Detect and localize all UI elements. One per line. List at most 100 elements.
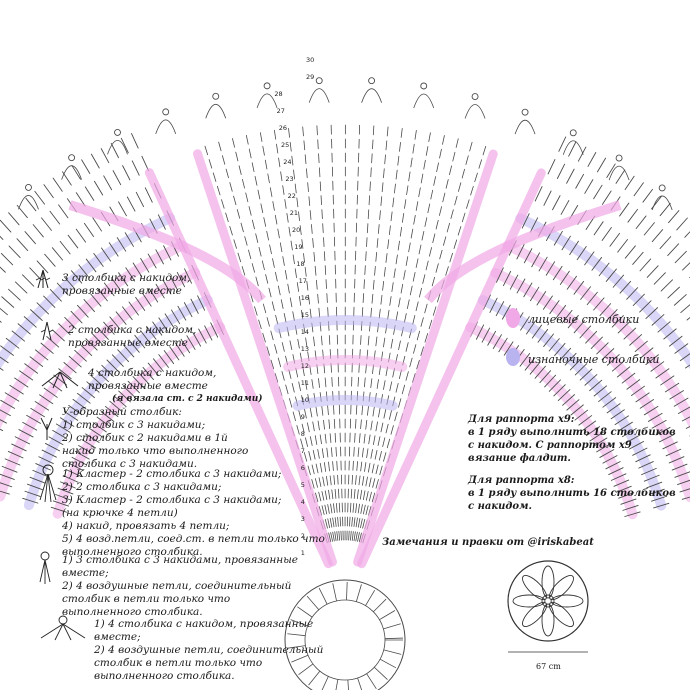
stitch-mark xyxy=(309,436,313,446)
stitch-mark xyxy=(68,462,84,471)
stitch-mark xyxy=(26,483,43,491)
stitch-mark xyxy=(383,337,386,348)
stitch-mark xyxy=(415,201,419,211)
stitch-mark xyxy=(498,337,508,353)
stitch-mark xyxy=(557,389,571,401)
stitch-mark xyxy=(35,463,51,471)
stitch-mark xyxy=(55,423,71,433)
colour-band xyxy=(52,322,226,519)
stitch-mark xyxy=(651,314,665,326)
stitch-mark xyxy=(397,155,400,166)
stitch-mark xyxy=(552,195,561,211)
stitch-mark xyxy=(284,269,288,280)
stitch-mark xyxy=(589,431,604,442)
stitch-mark xyxy=(351,516,353,527)
stitch-mark xyxy=(352,460,354,471)
stitch-mark xyxy=(416,359,420,370)
stitch-mark xyxy=(221,155,226,165)
stitch-mark xyxy=(96,370,109,383)
stitch-mark xyxy=(378,308,381,319)
stitch-mark xyxy=(601,348,615,360)
stitch-mark xyxy=(445,266,449,276)
repeat-text: в 1 ряду выполнить 18 столбиков xyxy=(468,427,676,438)
stitch-mark xyxy=(677,406,690,414)
stitch-mark xyxy=(1,465,18,473)
row-number: 9 xyxy=(301,413,305,421)
stitch-mark xyxy=(422,274,426,284)
stitch-mark xyxy=(404,313,407,323)
stitch-mark xyxy=(586,291,598,306)
cluster-icon xyxy=(39,464,57,503)
picot-mark xyxy=(615,154,623,162)
stitch-mark xyxy=(638,461,654,469)
stitch-mark xyxy=(593,385,607,397)
stitch-mark xyxy=(321,448,324,458)
legend-text: 1) Кластер - 2 столбика с 3 накидами; xyxy=(62,468,282,480)
stitch-mark xyxy=(378,407,381,418)
stitch-mark xyxy=(18,429,34,438)
stitch-mark xyxy=(516,244,525,260)
stitch-mark xyxy=(275,314,279,325)
stitch-mark xyxy=(436,162,439,173)
stitch-mark xyxy=(251,263,255,273)
stitch-mark xyxy=(291,155,294,166)
stitch-mark xyxy=(523,248,533,264)
stitch-mark xyxy=(611,360,626,372)
stitch-mark xyxy=(81,387,95,399)
stitch-mark xyxy=(439,206,442,216)
motif-stitch xyxy=(373,598,387,613)
stitch-mark xyxy=(424,333,429,343)
stitch-mark xyxy=(169,346,180,361)
stitch-mark xyxy=(115,311,127,325)
stitch-mark xyxy=(322,223,324,234)
picot-mark xyxy=(658,184,666,192)
stitch-mark xyxy=(601,227,612,241)
petal-mark xyxy=(541,565,555,599)
stitch-mark xyxy=(356,489,359,500)
stitch-mark xyxy=(643,222,655,236)
stitch-mark xyxy=(16,204,28,219)
stitch-mark xyxy=(315,492,319,503)
legend-text: провязанные вместе xyxy=(88,380,208,392)
stitch-mark xyxy=(157,214,166,230)
stitch-mark xyxy=(380,422,384,433)
stitch-mark xyxy=(127,380,140,394)
colour-band xyxy=(273,315,417,334)
stitch-mark xyxy=(355,404,358,415)
stitch-mark xyxy=(362,293,365,303)
stitch-mark xyxy=(235,151,239,162)
stitch-mark xyxy=(257,189,261,200)
stitch-mark xyxy=(301,309,304,320)
stitch-mark xyxy=(553,384,566,397)
stitch-mark xyxy=(639,258,652,272)
motif-stitch xyxy=(306,595,320,610)
stitch-mark xyxy=(43,387,58,398)
stitch-mark xyxy=(90,153,100,169)
stitch-mark xyxy=(8,245,21,259)
stitch-mark xyxy=(544,374,557,388)
stitch-mark xyxy=(449,165,452,176)
stitch-mark xyxy=(318,378,320,388)
stitch-mark xyxy=(163,245,172,261)
stitch-mark xyxy=(361,447,364,458)
stitch-mark xyxy=(43,184,54,199)
stitch-mark xyxy=(617,239,628,253)
stitch-mark xyxy=(394,183,396,194)
stitch-mark xyxy=(147,362,159,376)
stitch-mark xyxy=(408,171,411,182)
stitch-mark xyxy=(71,270,83,284)
stitch-mark xyxy=(233,239,237,249)
petal-mark xyxy=(548,601,574,627)
stitch-mark xyxy=(521,213,530,229)
stitch-mark xyxy=(542,295,553,310)
stitch-mark xyxy=(22,497,39,504)
stitch-mark xyxy=(282,185,285,195)
stitch-mark xyxy=(331,376,333,387)
stitch-mark xyxy=(147,253,157,269)
stitch-mark xyxy=(63,411,79,421)
stitch-mark xyxy=(383,408,387,419)
stitch-mark xyxy=(395,169,398,180)
legend-decrease-2tr: 2 столбика с накидом, провязанные вместе xyxy=(68,324,196,350)
stitch-mark xyxy=(132,376,145,389)
stitch-mark xyxy=(330,447,333,457)
